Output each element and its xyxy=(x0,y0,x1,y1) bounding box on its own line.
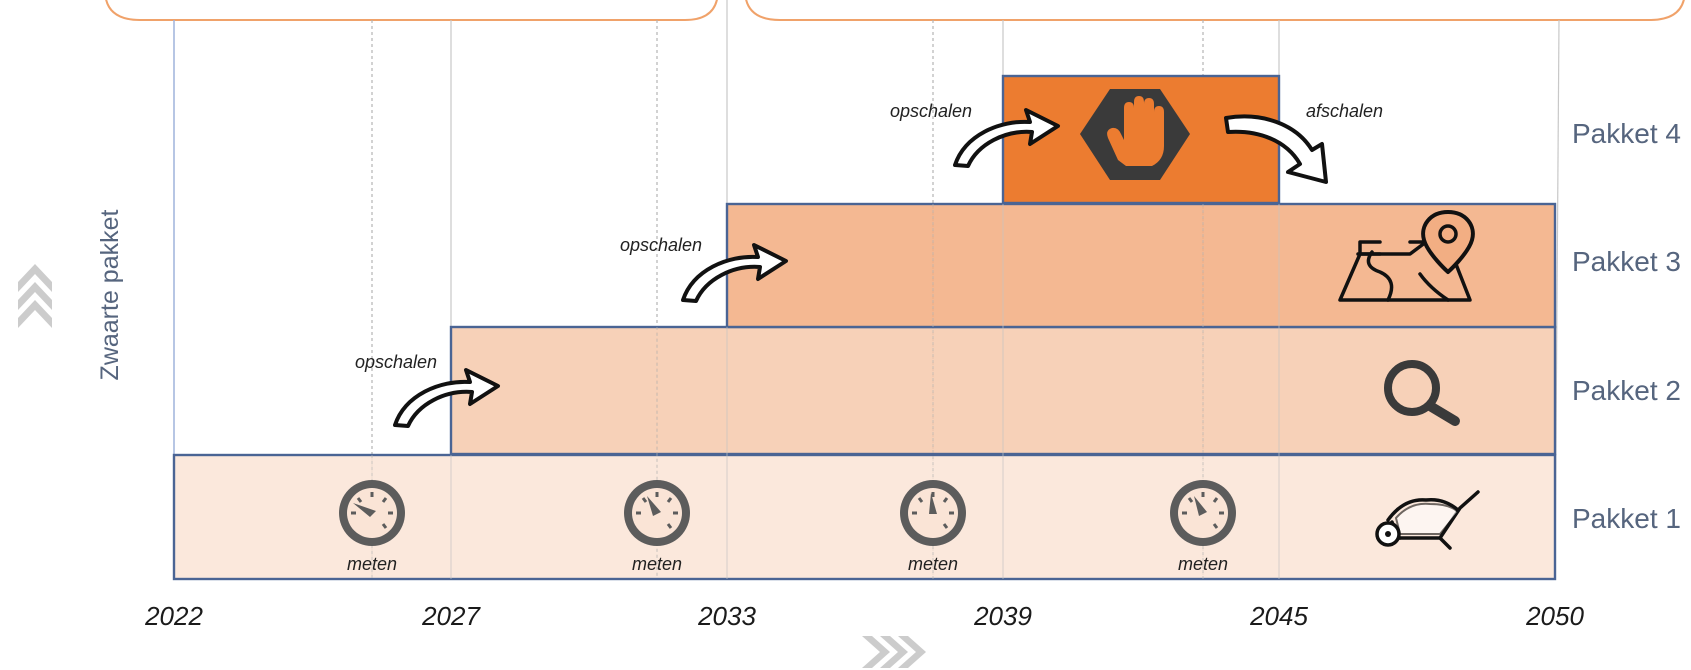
action-label-3: opschalen xyxy=(890,101,972,121)
top-bracket-right xyxy=(745,0,1685,21)
action-label-1: opschalen xyxy=(355,352,437,372)
meten-label-4: meten xyxy=(1178,554,1228,574)
magnifier-icon xyxy=(1384,360,1460,426)
year-label-2022: 2022 xyxy=(144,601,203,631)
package-label-2: Pakket 2 xyxy=(1572,375,1681,406)
package-label-1: Pakket 1 xyxy=(1572,503,1681,534)
year-label-2027: 2027 xyxy=(421,601,481,631)
meten-label-2: meten xyxy=(632,554,682,574)
y-axis-title: Zwaarte pakket xyxy=(96,209,124,380)
action-label-2: opschalen xyxy=(620,235,702,255)
meten-label-1: meten xyxy=(347,554,397,574)
year-label-2045: 2045 xyxy=(1249,601,1308,631)
chevron-right-icon xyxy=(862,636,926,668)
gauge-icon-1 xyxy=(339,480,405,546)
opschalen-arrow-1 xyxy=(393,368,500,428)
chevron-up-icon xyxy=(18,264,52,328)
gauge-icon-4 xyxy=(1170,480,1236,546)
action-label-4: afschalen xyxy=(1306,101,1383,121)
year-label-2039: 2039 xyxy=(973,601,1032,631)
stop-hand-icon xyxy=(1080,89,1190,180)
gauge-icon-3 xyxy=(900,480,966,546)
map-pin-icon xyxy=(1338,210,1475,302)
wheelbarrow-icon xyxy=(1375,490,1480,550)
opschalen-arrow-3 xyxy=(953,108,1060,168)
package-bar-3 xyxy=(725,202,1557,329)
opschalen-arrow-2 xyxy=(681,243,788,303)
top-bracket-left xyxy=(105,0,718,21)
meten-label-3: meten xyxy=(908,554,958,574)
package-label-4: Pakket 4 xyxy=(1572,118,1681,149)
package-label-3: Pakket 3 xyxy=(1572,246,1681,277)
gauge-icon-2 xyxy=(624,480,690,546)
afschalen-arrow xyxy=(1224,114,1328,184)
year-label-2033: 2033 xyxy=(697,601,756,631)
year-label-2050: 2050 xyxy=(1525,601,1584,631)
